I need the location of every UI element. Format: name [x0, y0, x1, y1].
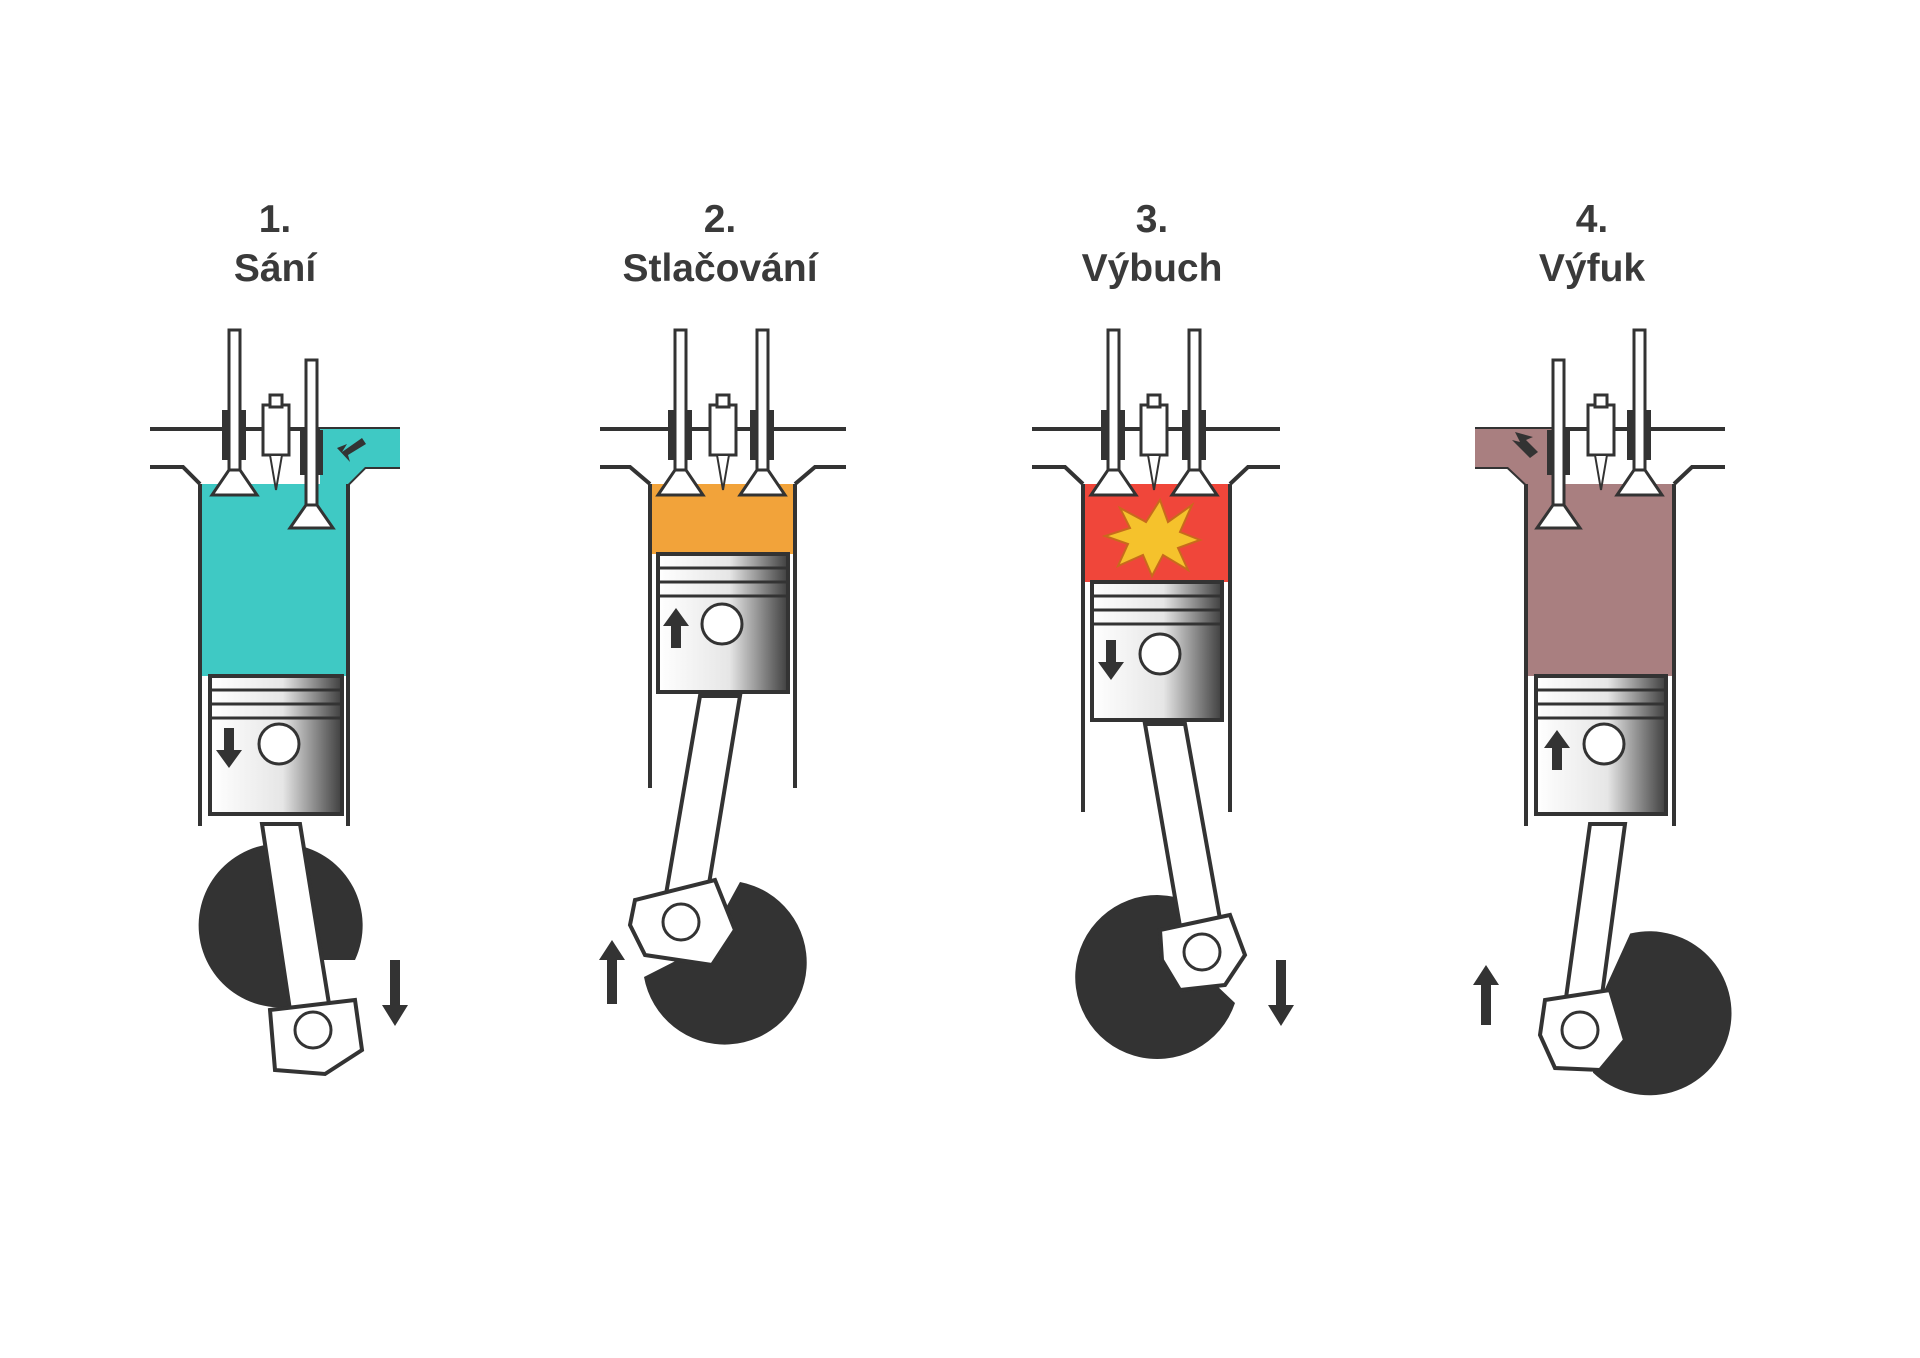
- exhaust-valve-icon: [209, 328, 260, 497]
- spark-plug-icon: [708, 393, 738, 491]
- intake-valve-icon: [655, 328, 706, 497]
- intake-valve-icon: [1088, 328, 1139, 497]
- crank-up-arrow-icon: [1473, 965, 1499, 1025]
- stage-2: 2. Stlačování: [599, 198, 846, 1045]
- crank-down-arrow-icon: [382, 960, 408, 1026]
- cylinder-walls: [648, 484, 797, 788]
- stage-number: 3.: [1136, 198, 1169, 241]
- stage-3: 3. Výbuch: [1032, 198, 1294, 1060]
- piston-up-arrow-icon: [663, 608, 689, 648]
- crankshaft-disc: [1592, 931, 1732, 1096]
- intake-valve-icon: [1614, 328, 1665, 497]
- stage-number: 4.: [1576, 198, 1609, 241]
- exhaust-port: [1475, 429, 1555, 484]
- crank-up-arrow-icon: [599, 940, 625, 1004]
- stage-name: Stlačování: [622, 247, 818, 290]
- connecting-rod: [627, 694, 743, 968]
- spark-plug-icon: [1139, 393, 1169, 491]
- exhaust-valve-icon: [1534, 358, 1583, 530]
- spark-plug-icon: [261, 393, 291, 491]
- stage-name: Výfuk: [1539, 247, 1646, 290]
- stage-4: 4. Výfuk: [1473, 198, 1732, 1096]
- stage-1: 1. Sání: [150, 198, 408, 1077]
- stage-name: Sání: [234, 247, 318, 290]
- explosion-icon: [1101, 497, 1203, 579]
- piston-up-arrow-icon: [1544, 730, 1570, 770]
- piston-down-arrow-icon: [216, 728, 242, 768]
- cylinder-walls: [1081, 484, 1232, 812]
- connecting-rod: [1142, 722, 1248, 993]
- intake-valve-icon: [287, 358, 336, 530]
- exhaust-valve-icon: [1169, 328, 1220, 497]
- exhaust-arrow-icon: [1512, 432, 1538, 458]
- intake-port: [320, 429, 400, 484]
- cylinder-walls: [1524, 484, 1676, 826]
- connecting-rod: [259, 822, 365, 1077]
- spark-plug-icon: [1586, 393, 1616, 491]
- piston: [1534, 674, 1668, 816]
- crankshaft-disc: [1075, 895, 1235, 1060]
- connecting-rod: [1537, 822, 1628, 1073]
- combustion-chamber: [200, 484, 348, 676]
- stage-name: Výbuch: [1082, 247, 1223, 290]
- crank-down-arrow-icon: [1268, 960, 1294, 1026]
- crankshaft-disc: [644, 882, 807, 1045]
- exhaust-valve-icon: [737, 328, 788, 497]
- piston-down-arrow-icon: [1098, 640, 1124, 680]
- cylinder-walls: [198, 484, 350, 826]
- stage-number: 1.: [259, 198, 292, 241]
- stage-number: 2.: [704, 198, 737, 241]
- intake-arrow-icon: [337, 438, 366, 462]
